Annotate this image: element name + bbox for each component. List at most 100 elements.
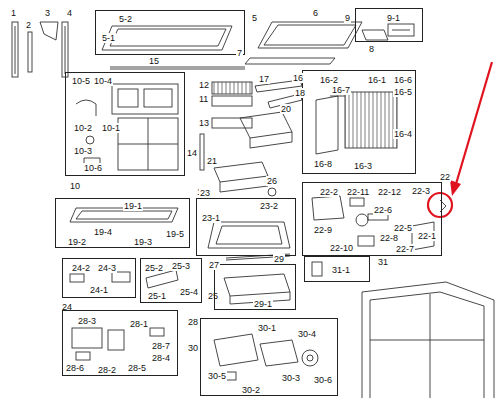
callout-number: 9	[344, 13, 351, 23]
group-box: 2424-224-324-1	[62, 258, 136, 298]
callout-number: 10-4	[93, 76, 113, 86]
callout-number: 10-6	[83, 163, 103, 173]
callout-number: 22	[439, 172, 451, 182]
group-box: 1616-216-716-116-616-516-416-816-3	[302, 70, 416, 174]
callout-number: 28	[187, 317, 199, 327]
callout-number: 25-4	[179, 287, 199, 297]
callout-number: 18	[294, 88, 306, 98]
callout-number: 6	[312, 8, 319, 18]
callout-number: 17	[258, 74, 270, 84]
callout-number: 12	[198, 80, 210, 90]
callout-number: 16	[292, 73, 304, 83]
callout-number: 19-5	[165, 229, 185, 239]
group-box: 55-25-1	[95, 10, 245, 55]
callout-number: 31-1	[331, 265, 351, 275]
callout-number: 11	[198, 94, 209, 104]
callout-number: 25-3	[171, 261, 191, 271]
group-box: 3131-1	[304, 256, 370, 282]
callout-number: 16-4	[393, 129, 413, 139]
callout-number: 22-11	[346, 187, 370, 197]
callout-number: 16-6	[393, 75, 413, 85]
group-box: 2525-225-325-425-1	[140, 258, 202, 303]
callout-number: 10-5	[71, 76, 91, 86]
callout-number: 25-2	[144, 263, 164, 273]
callout-number: 26	[266, 176, 278, 186]
callout-number: 5	[251, 13, 258, 23]
callout-number: 19-3	[133, 237, 153, 247]
group-box: 99-1	[355, 8, 423, 42]
callout-number: 30-6	[313, 375, 333, 385]
callout-number: 15	[148, 56, 160, 66]
callout-number: 16-1	[367, 75, 387, 85]
callout-number: 22-5	[393, 223, 413, 233]
callout-number: 20	[280, 104, 292, 114]
callout-number: 30-1	[257, 323, 277, 333]
callout-number: 22-7	[395, 244, 415, 254]
callout-number: 23	[199, 188, 211, 198]
callout-number: 27	[208, 260, 220, 270]
callout-number: 30	[187, 343, 199, 353]
callout-number: 22-12	[377, 187, 402, 197]
callout-number: 30-3	[281, 373, 301, 383]
callout-number: 16-7	[331, 85, 351, 95]
callout-number: 5-2	[118, 14, 133, 24]
callout-number: 22-9	[313, 225, 333, 235]
callout-number: 28-3	[77, 316, 97, 326]
callout-number: 24-3	[97, 263, 117, 273]
callout-number: 19-1	[123, 201, 143, 211]
callout-number: 29-1	[253, 299, 273, 309]
callout-number: 24-1	[89, 285, 109, 295]
callout-number: 1	[10, 8, 17, 18]
callout-number: 10-1	[101, 123, 121, 133]
callout-number: 22-2	[319, 187, 339, 197]
callout-number: 28-7	[151, 341, 171, 351]
callout-number: 28-5	[127, 363, 147, 373]
group-box: 2828-328-128-728-428-628-528-2	[62, 310, 178, 376]
callout-number: 16-5	[393, 87, 413, 97]
callout-number: 14	[186, 148, 198, 158]
callout-number: 10-3	[73, 146, 93, 156]
group-box: 3030-130-430-530-230-330-6	[200, 318, 338, 396]
callout-number: 22-10	[329, 243, 354, 253]
callout-number: 7	[236, 48, 243, 58]
callout-number: 9-1	[386, 13, 401, 23]
callout-number: 29	[273, 254, 285, 264]
group-box: 2222-222-1122-1222-322-622-522-922-822-1…	[302, 182, 442, 256]
callout-number: 28-2	[97, 365, 117, 375]
callout-number: 22-8	[379, 233, 399, 243]
callout-number: 22-6	[373, 205, 393, 215]
callout-number: 4	[66, 8, 73, 18]
callout-number: 30-2	[241, 385, 261, 395]
callout-number: 21	[206, 156, 218, 166]
callout-number: 5-1	[101, 33, 116, 43]
callout-number: 3	[44, 8, 51, 18]
callout-number: 28-1	[129, 319, 149, 329]
callout-number: 10	[69, 181, 81, 191]
callout-number: 19-4	[93, 227, 113, 237]
group-box: 1919-119-419-219-319-5	[55, 198, 190, 248]
callout-number: 30-5	[207, 371, 227, 381]
group-box: 1010-510-410-210-110-310-6	[65, 72, 185, 176]
callout-number: 22-1	[417, 231, 437, 241]
callout-number: 28-6	[65, 363, 85, 373]
callout-number: 25-1	[147, 291, 167, 301]
callout-number: 30-4	[297, 329, 317, 339]
callout-number: 28-4	[151, 353, 171, 363]
callout-number: 23-1	[201, 213, 221, 223]
callout-number: 16-8	[313, 159, 333, 169]
callout-number: 13	[198, 118, 210, 128]
callout-number: 19-2	[67, 237, 87, 247]
group-box: 2323-223-1	[196, 198, 296, 256]
group-box: 2929-1	[214, 264, 296, 310]
callout-number: 2	[25, 20, 32, 30]
callout-number: 16-3	[353, 161, 373, 171]
callout-number: 24-2	[71, 263, 91, 273]
callout-number: 10-2	[73, 123, 93, 133]
callout-number: 23-2	[259, 201, 279, 211]
callout-number: 22-3	[411, 186, 431, 196]
callout-number: 25	[207, 291, 219, 301]
callout-number: 16-2	[319, 75, 339, 85]
callout-number: 8	[368, 44, 375, 54]
callout-number: 31	[377, 257, 389, 267]
